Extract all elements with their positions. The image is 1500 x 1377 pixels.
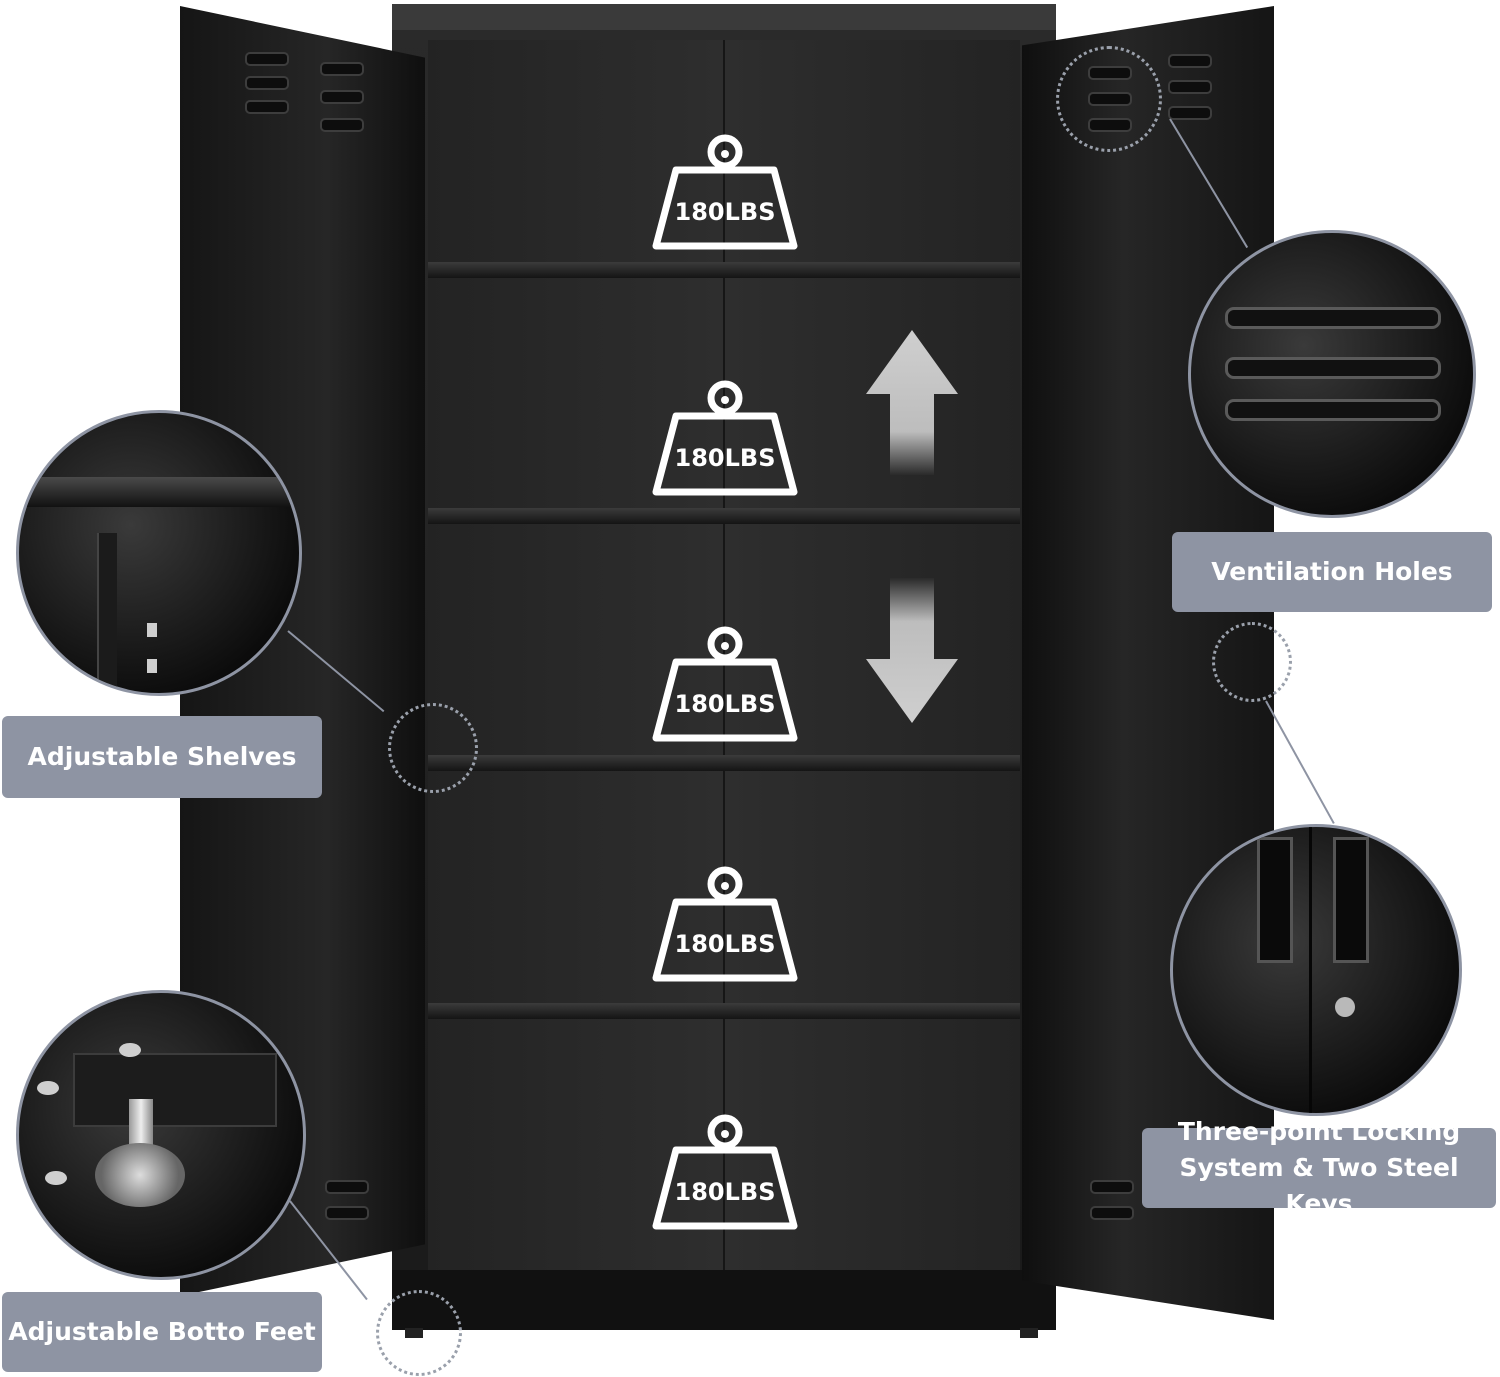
vent-slot <box>1168 54 1212 68</box>
vent-slot <box>1090 1206 1134 1220</box>
adjustable-feet-label: Adjustable Botto Feet <box>2 1292 322 1372</box>
lock-hotspot-ring <box>1212 622 1292 702</box>
slot-hole <box>147 659 157 673</box>
shelf <box>428 508 1020 524</box>
weight-capacity-badge: 180LBS <box>652 132 798 250</box>
vent-slot <box>245 76 289 90</box>
vent-slot <box>320 62 364 76</box>
adjustable-shelves-label: Adjustable Shelves <box>2 716 322 798</box>
vent-slot <box>245 100 289 114</box>
weight-icon <box>652 380 798 496</box>
ventilation-holes-label: Ventilation Holes <box>1172 532 1492 612</box>
cabinet-foot <box>1020 1328 1038 1338</box>
ventilation-zoom-circle <box>1188 230 1476 518</box>
vent-slot <box>320 118 364 132</box>
leveling-foot <box>95 1143 185 1207</box>
arrow-up-icon <box>866 330 958 475</box>
locking-system-label-line1: Three-point Locking <box>1177 1116 1461 1146</box>
weight-icon <box>652 626 798 742</box>
feet-hotspot-ring <box>376 1290 462 1376</box>
vent-slot <box>1225 307 1441 329</box>
leader-line <box>1265 700 1335 824</box>
locking-system-label-line2: System & Two Steel Keys <box>1179 1152 1459 1219</box>
arrow-down-icon <box>866 578 958 723</box>
weight-icon <box>652 1114 798 1230</box>
rivet <box>119 1043 141 1057</box>
rivet <box>45 1171 67 1185</box>
weight-capacity-badge: 180LBS <box>652 864 798 982</box>
shelf <box>428 1003 1020 1019</box>
vent-slot <box>1168 80 1212 94</box>
locking-system-label: Three-point Locking System & Two Steel K… <box>1142 1117 1496 1218</box>
shelf-edge <box>19 477 299 507</box>
slot-hole <box>147 623 157 637</box>
vent-slot <box>245 52 289 66</box>
vent-hotspot-ring <box>1056 46 1162 152</box>
weight-capacity-text: 180LBS <box>674 690 776 718</box>
cabinet-top <box>392 4 1056 30</box>
weight-capacity-badge: 180LBS <box>652 1112 798 1230</box>
weight-capacity-text: 180LBS <box>674 1178 776 1206</box>
cabinet-base <box>392 1270 1056 1330</box>
vent-slot <box>1225 399 1441 421</box>
weight-capacity-text: 180LBS <box>674 198 776 226</box>
door-handle <box>1257 837 1293 963</box>
vent-slot <box>1168 106 1212 120</box>
weight-capacity-badge: 180LBS <box>652 378 798 496</box>
vent-slot <box>325 1180 369 1194</box>
lock-zoom-circle <box>1170 824 1462 1116</box>
shelf-hotspot-ring <box>388 703 478 793</box>
vent-slot <box>325 1206 369 1220</box>
weight-capacity-text: 180LBS <box>674 444 776 472</box>
vent-slot <box>1225 357 1441 379</box>
door-handle <box>1333 837 1369 963</box>
weight-capacity-badge: 180LBS <box>652 624 798 742</box>
feet-zoom-circle <box>16 990 306 1280</box>
weight-icon <box>652 134 798 250</box>
lock-cylinder <box>1335 997 1355 1017</box>
shelf <box>428 262 1020 278</box>
weight-capacity-text: 180LBS <box>674 930 776 958</box>
weight-icon <box>652 866 798 982</box>
shelf-zoom-circle <box>16 410 302 696</box>
vent-slot <box>1090 1180 1134 1194</box>
shelf <box>428 755 1020 771</box>
shelf-post <box>97 533 117 693</box>
vent-slot <box>320 90 364 104</box>
rivet <box>37 1081 59 1095</box>
foot-bracket <box>73 1053 277 1127</box>
door-seam <box>1309 827 1312 1113</box>
